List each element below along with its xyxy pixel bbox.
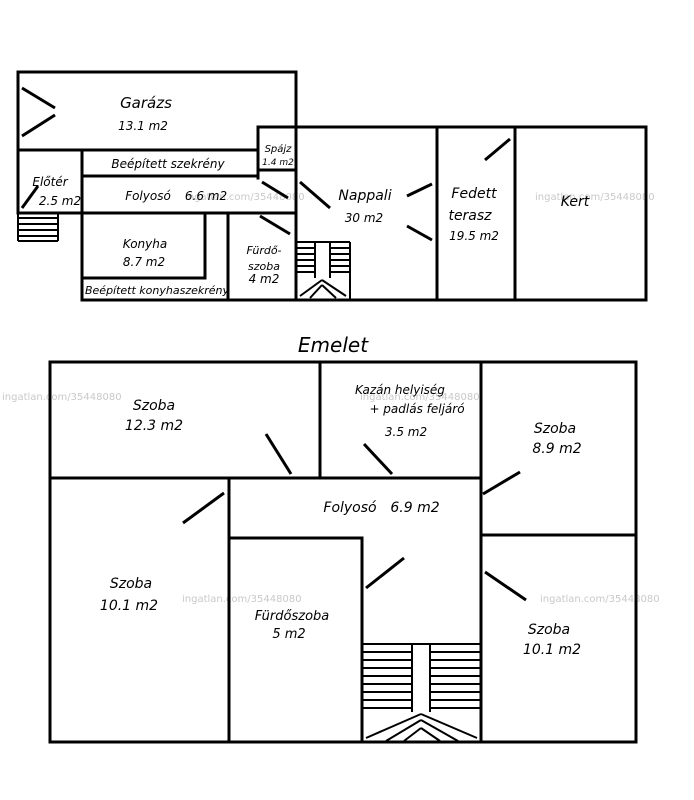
room-area: 8.9 m2 [532, 441, 581, 457]
room-name: Folyosó [323, 500, 377, 516]
room-name: Folyosó [125, 189, 171, 203]
ground-floor-walls [16, 70, 648, 302]
watermark: ingatlan.com/35448080 [185, 192, 305, 203]
room-name: Beépített szekrény [111, 157, 225, 171]
room-area: 10.1 m2 [100, 598, 158, 614]
watermark: ingatlan.com/35448080 [182, 594, 302, 605]
watermark: ingatlan.com/35448080 [535, 192, 655, 203]
ground-floor-doors [20, 86, 511, 242]
room-name: Szoba [110, 576, 152, 592]
floor-title: Emelet [298, 333, 369, 357]
upper-floor-labels: Szoba 12.3 m2 Kazán helyiség + padlás fe… [100, 383, 582, 658]
watermark: ingatlan.com/35448080 [360, 392, 480, 403]
room-area: 8.7 m2 [123, 255, 165, 269]
room-area: 4 m2 [249, 272, 280, 286]
ground-floor-labels: Garázs 13.1 m2 Előtér 2.5 m2 Beépített s… [32, 94, 589, 297]
room-name: Spájz [265, 143, 293, 155]
room-name: Garázs [120, 94, 172, 112]
upper-floor-walls [48, 360, 638, 744]
room-name: Fürdőszoba [255, 609, 330, 624]
room-area: 5 m2 [272, 627, 305, 642]
room-name: Fürdő- [246, 244, 281, 257]
watermark: ingatlan.com/35448080 [2, 392, 122, 403]
room-area: 10.1 m2 [523, 642, 581, 658]
room-name: Kazán helyiség [355, 383, 445, 397]
room-area: 13.1 m2 [118, 119, 168, 133]
room-name: Fedett [451, 186, 497, 202]
room-area: 6.9 m2 [390, 500, 439, 516]
room-name: Beépített konyhaszekrény [85, 284, 230, 297]
upper-stairs [362, 643, 481, 742]
watermark: ingatlan.com/35448080 [540, 594, 660, 605]
room-area: 1.4 m2 [262, 158, 294, 168]
room-area: 2.5 m2 [39, 194, 81, 208]
room-area: 19.5 m2 [449, 229, 499, 243]
room-area: 3.5 m2 [385, 425, 427, 439]
ground-stairs [17, 213, 59, 242]
watermarks: ingatlan.com/35448080 ingatlan.com/35448… [2, 192, 660, 605]
room-area: 6.6 m2 [185, 189, 227, 203]
room-name: Szoba [528, 622, 570, 638]
living-stairs [297, 241, 351, 300]
room-name: Szoba [133, 398, 175, 414]
room-name: Előtér [32, 175, 68, 189]
room-area: 30 m2 [345, 211, 383, 225]
room-name: Szoba [534, 421, 576, 437]
room-name: terasz [448, 208, 492, 224]
room-area: 12.3 m2 [125, 418, 183, 434]
room-name: Konyha [123, 237, 167, 251]
room-name: szoba [248, 260, 280, 273]
room-name: + padlás feljáró [369, 402, 464, 416]
upper-floor-doors [182, 433, 527, 602]
room-name: Nappali [338, 188, 391, 204]
room-name: Kert [561, 194, 590, 210]
